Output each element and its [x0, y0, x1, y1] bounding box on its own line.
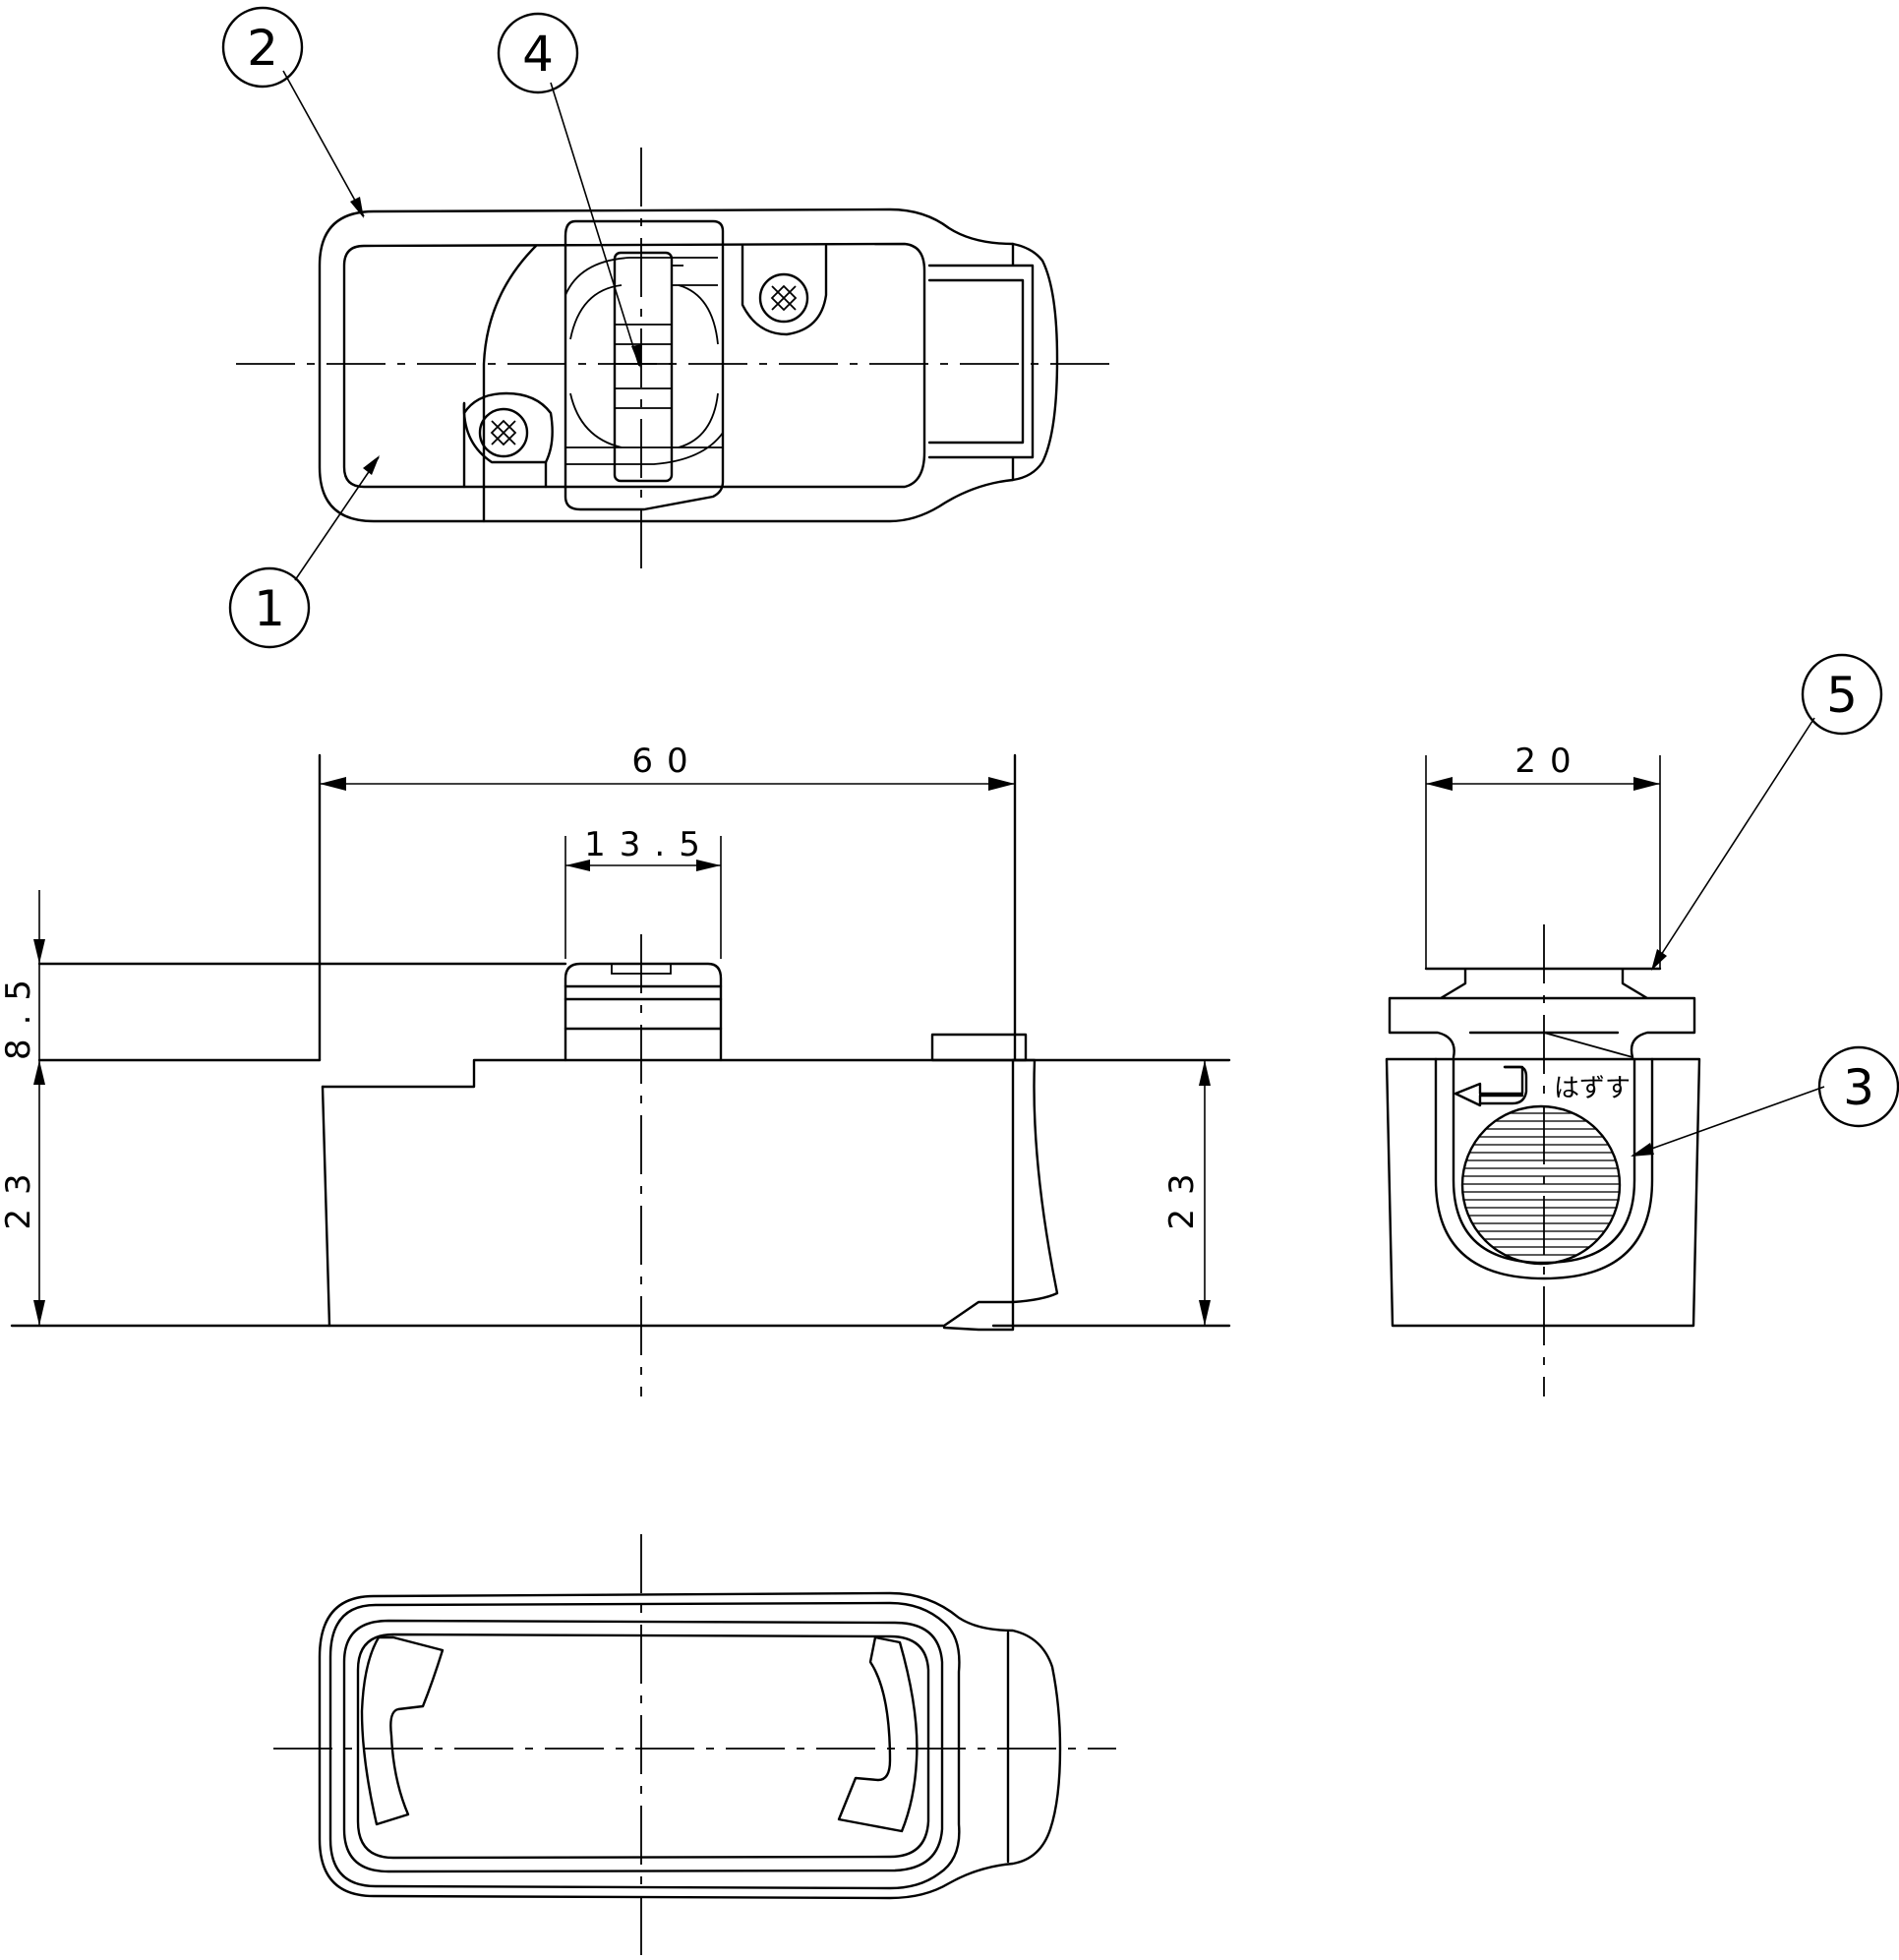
- leader-2: [282, 70, 365, 217]
- bottom-view-outer-body: [318, 1591, 1062, 1900]
- top-view-screw-boss-right: [741, 244, 828, 336]
- balloon-2: 2: [221, 6, 304, 89]
- balloon-3: 3: [1817, 1045, 1899, 1128]
- svg-text:4: 4: [522, 26, 554, 83]
- side-view-knob-grip: [1460, 1104, 1622, 1266]
- balloon-4: 4: [497, 12, 579, 94]
- dimension-side-width: 20: [1514, 742, 1584, 781]
- side-view-body: [1385, 1057, 1701, 1328]
- svg-text:3: 3: [1843, 1059, 1874, 1116]
- release-arrow-icon: [1454, 1065, 1524, 1107]
- dimension-body-height-left: 23: [0, 1159, 38, 1229]
- top-view-knob-inner: [564, 257, 724, 465]
- bottom-view: [273, 1534, 1116, 1960]
- leader-3: [1632, 1086, 1825, 1157]
- side-view-inner-u: [1434, 1057, 1654, 1280]
- front-view-knob: [564, 962, 723, 1062]
- screw-icon: [758, 272, 809, 324]
- balloon-1: 1: [228, 566, 311, 649]
- dimension-body-height-right: 23: [1162, 1159, 1202, 1229]
- dimension-overall-length: 60: [631, 742, 701, 781]
- bottom-view-grip-right: [837, 1635, 919, 1833]
- front-view-tab: [930, 1033, 1028, 1062]
- dimension-knob-width: 13.5: [584, 825, 714, 864]
- top-view-knob-dial: [569, 284, 719, 448]
- release-label: はずす: [1554, 1074, 1631, 1103]
- leader-5: [1651, 717, 1815, 970]
- side-view-cap: [1388, 967, 1696, 1059]
- dimension-knob-height: 8.5: [0, 966, 38, 1060]
- top-view-divider-wall: [482, 244, 538, 523]
- top-view: 2 4 1: [221, 6, 1111, 649]
- bottom-view-inner-frame: [342, 1619, 944, 1873]
- front-view-body: [321, 1058, 1015, 1332]
- svg-text:1: 1: [254, 580, 285, 637]
- svg-text:2: 2: [247, 20, 278, 77]
- top-view-neck: [927, 242, 1035, 482]
- top-view-knob-slider: [613, 251, 674, 483]
- leader-1: [294, 456, 380, 581]
- top-view-screw-boss-left: [462, 391, 554, 464]
- svg-text:5: 5: [1826, 667, 1858, 724]
- balloon-5: 5: [1801, 653, 1883, 736]
- leader-4: [550, 82, 640, 367]
- top-view-inner-body: [342, 242, 926, 489]
- side-view: 20 はずす 5 3: [1385, 653, 1899, 1396]
- bottom-view-grip-left: [360, 1635, 445, 1826]
- front-view: 60 13.5 8.5 23 23: [0, 742, 1231, 1396]
- top-view-knob-housing: [564, 219, 725, 511]
- screw-icon: [478, 407, 529, 458]
- top-view-outer-body: [318, 208, 1059, 523]
